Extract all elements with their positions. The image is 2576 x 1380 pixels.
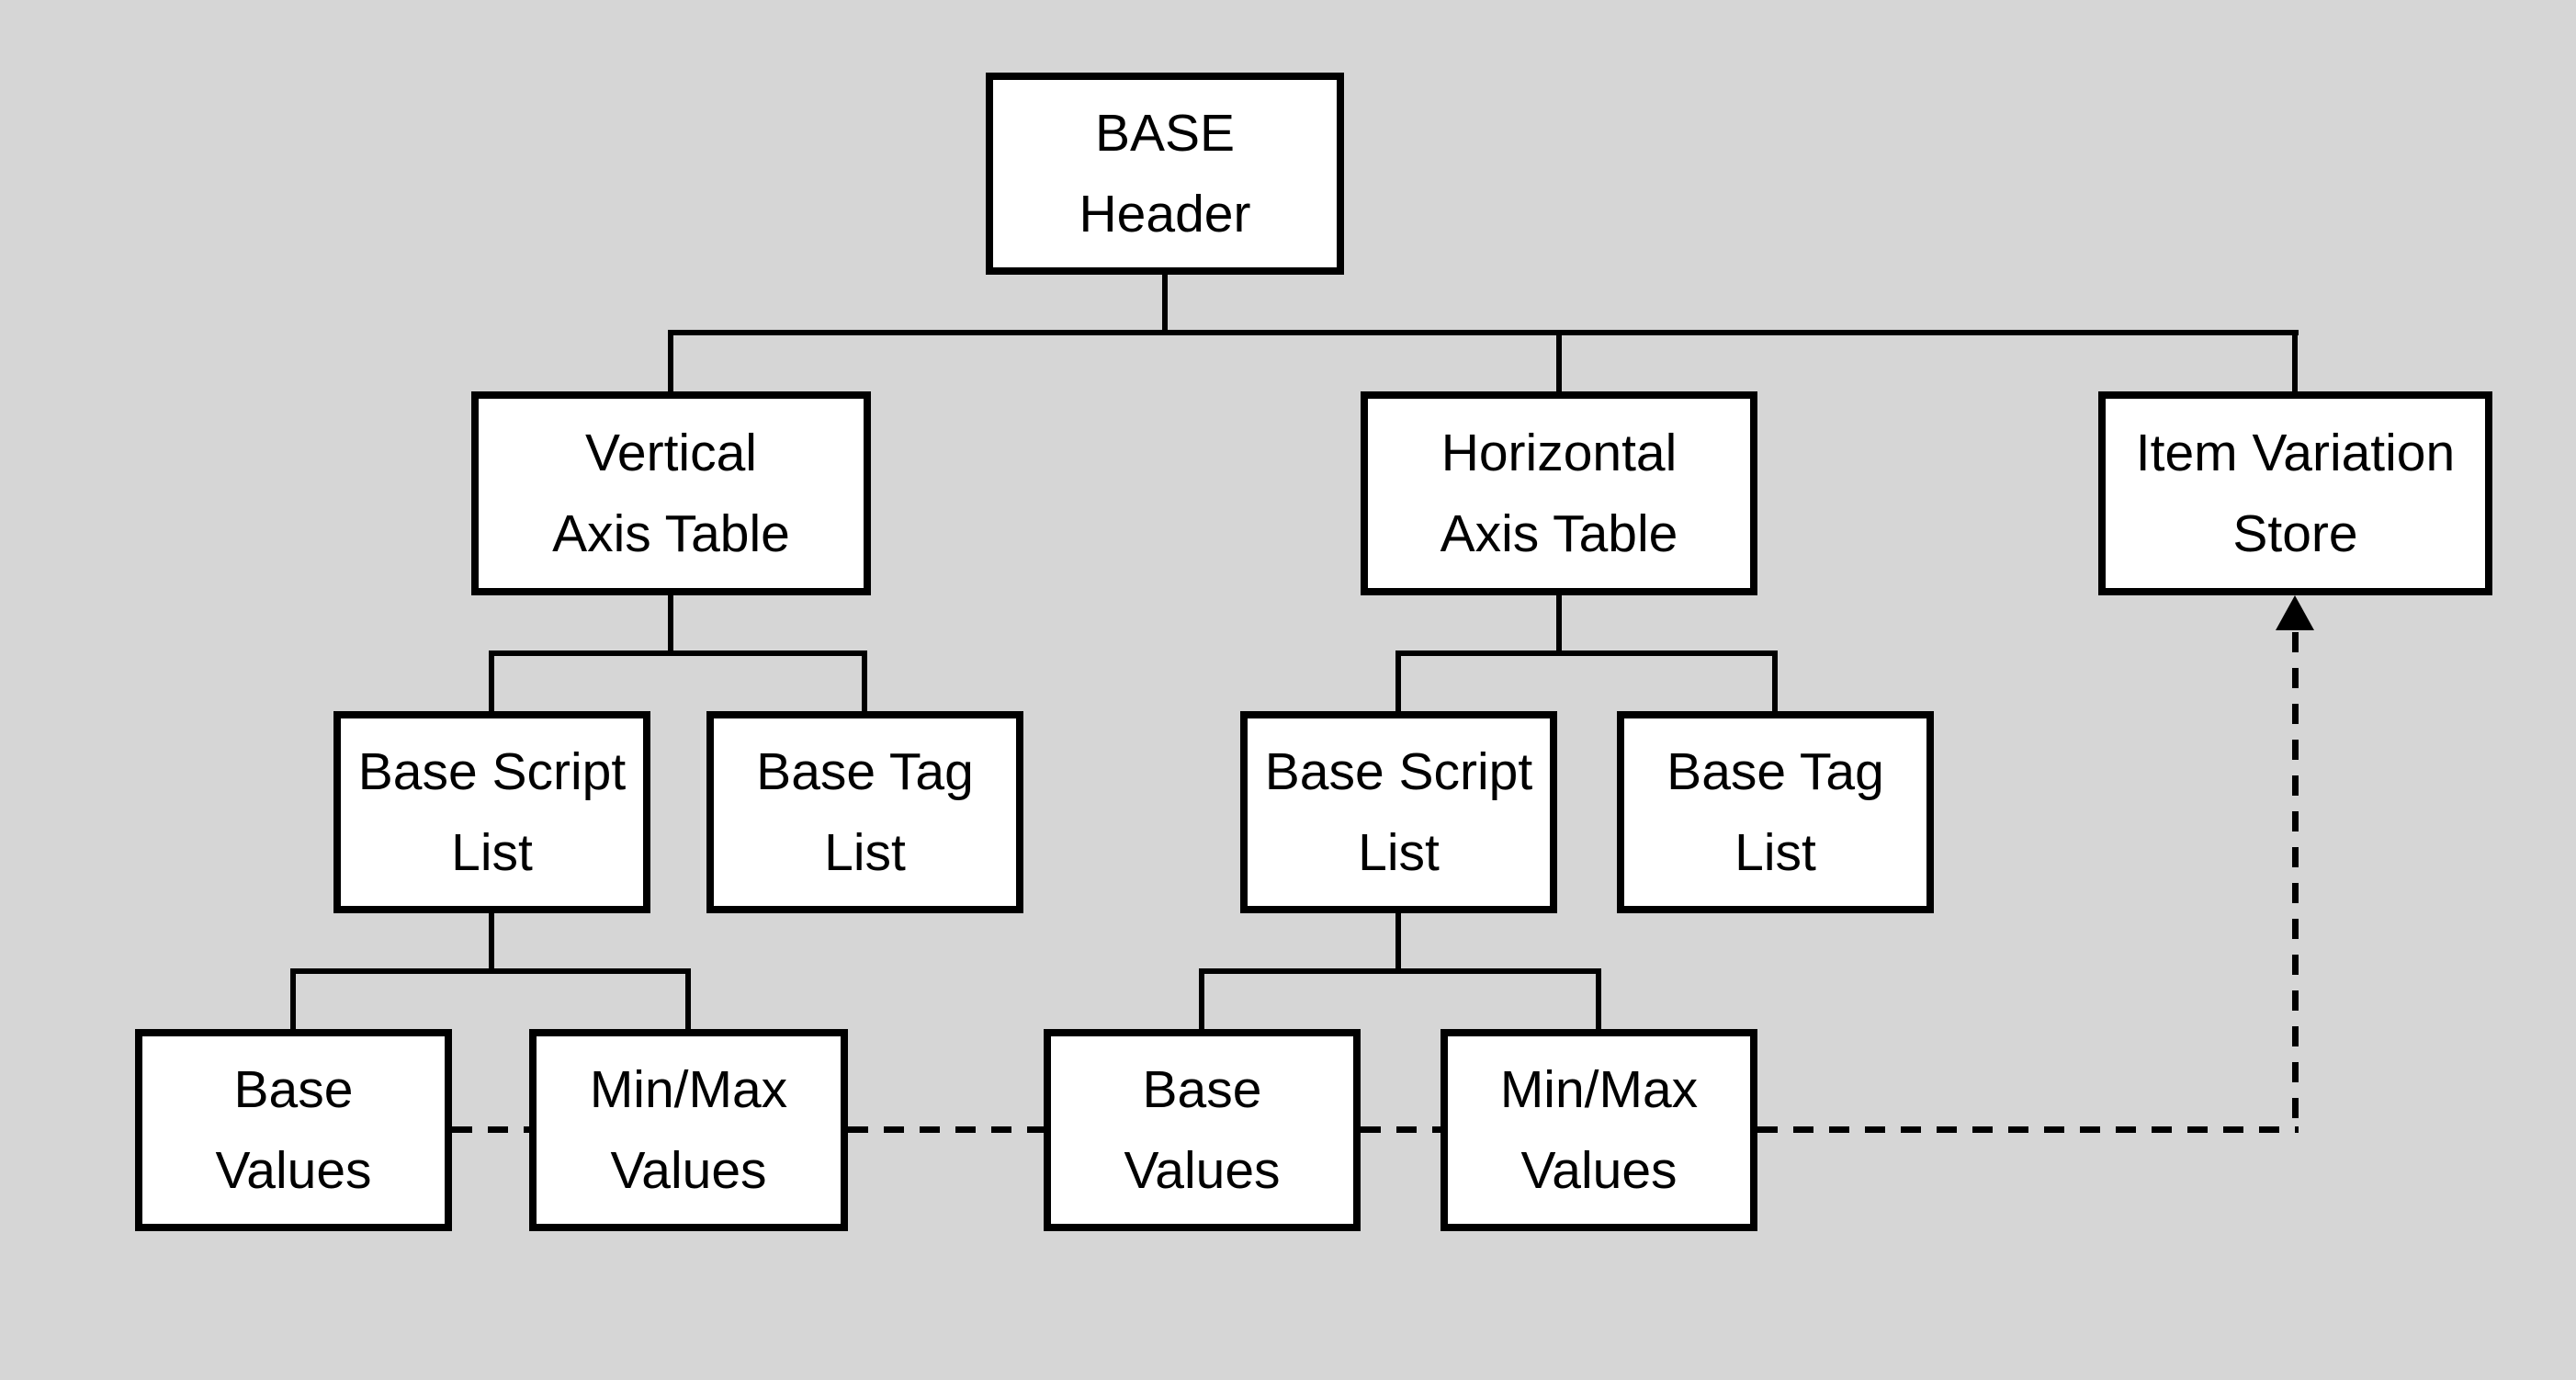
edge-drop-minmax-right [1596, 968, 1601, 1029]
node-vertical-axis-table: Vertical Axis Table [471, 391, 871, 595]
node-label-line: List [451, 823, 533, 882]
node-label-line: Header [1079, 185, 1251, 243]
edge-base-script-right-drop [1395, 913, 1401, 971]
node-base-header: BASE Header [986, 73, 1344, 275]
node-label-line: Base Script [1264, 742, 1533, 801]
node-minmax-values-vertical: Min/Max Values [529, 1029, 848, 1231]
node-label-line: Min/Max [1499, 1060, 1699, 1119]
edge-drop-item-variation [2292, 330, 2298, 391]
dashed-edge-basevalues-minmax-right [1361, 1126, 1441, 1133]
node-label-line: Base Tag [756, 742, 974, 801]
edge-drop-base-values-left [290, 968, 296, 1029]
node-label-line: Base [1142, 1060, 1262, 1119]
node-base-tag-list-horizontal: Base Tag List [1617, 711, 1934, 913]
node-label-line: Values [1520, 1141, 1678, 1200]
edge-drop-vertical-axis [668, 330, 673, 391]
dashed-edge-basevalues-minmax-left [452, 1126, 529, 1133]
node-label-line: Item Variation [2135, 424, 2456, 482]
edge-horizontal-axis-bus [1395, 650, 1778, 656]
edge-base-script-right-bus [1199, 968, 1601, 974]
edge-header-drop [1162, 272, 1168, 335]
edge-base-script-left-drop [489, 913, 494, 971]
node-label-line: Store [2232, 504, 2358, 563]
edge-vertical-axis-drop [668, 595, 673, 653]
dashed-edge-corner-to-itemvariation [2292, 632, 2299, 1133]
node-horizontal-axis-table: Horizontal Axis Table [1361, 391, 1757, 595]
node-label-line: BASE [1094, 104, 1236, 163]
node-label-line: Min/Max [589, 1060, 788, 1119]
node-label-line: Base Script [357, 742, 627, 801]
edge-drop-base-script-left [489, 650, 494, 711]
dashed-edge-minmaxleft-basevaluesright [848, 1126, 1044, 1133]
node-base-tag-list-vertical: Base Tag List [706, 711, 1023, 913]
edge-base-script-left-bus [290, 968, 691, 974]
node-base-script-list-horizontal: Base Script List [1240, 711, 1557, 913]
node-label-line: Vertical [585, 424, 757, 482]
node-base-values-horizontal: Base Values [1044, 1029, 1361, 1231]
node-label-line: List [824, 823, 906, 882]
arrowhead-up-icon [2276, 595, 2314, 630]
node-label-line: Base [233, 1060, 354, 1119]
node-base-values-vertical: Base Values [135, 1029, 452, 1231]
node-label-line: Axis Table [552, 504, 790, 563]
edge-drop-base-tag-left [862, 650, 867, 711]
edge-drop-base-values-right [1199, 968, 1204, 1029]
edge-drop-minmax-left [685, 968, 691, 1029]
edge-top-bus [668, 330, 2299, 335]
node-label-line: Horizontal [1441, 424, 1678, 482]
node-base-script-list-vertical: Base Script List [333, 711, 650, 913]
node-minmax-values-horizontal: Min/Max Values [1441, 1029, 1757, 1231]
node-label-line: List [1358, 823, 1440, 882]
node-label-line: Values [215, 1141, 372, 1200]
edge-drop-base-tag-right [1772, 650, 1778, 711]
dashed-edge-minmaxright-to-corner [1757, 1126, 2299, 1133]
node-item-variation-store: Item Variation Store [2098, 391, 2492, 595]
edge-vertical-axis-bus [489, 650, 867, 656]
edge-drop-horizontal-axis [1556, 330, 1562, 391]
node-label-line: Base Tag [1666, 742, 1884, 801]
node-label-line: List [1734, 823, 1816, 882]
node-label-line: Values [610, 1141, 767, 1200]
edge-drop-base-script-right [1395, 650, 1401, 711]
node-label-line: Values [1124, 1141, 1281, 1200]
edge-horizontal-axis-drop [1556, 595, 1562, 653]
node-label-line: Axis Table [1440, 504, 1678, 563]
